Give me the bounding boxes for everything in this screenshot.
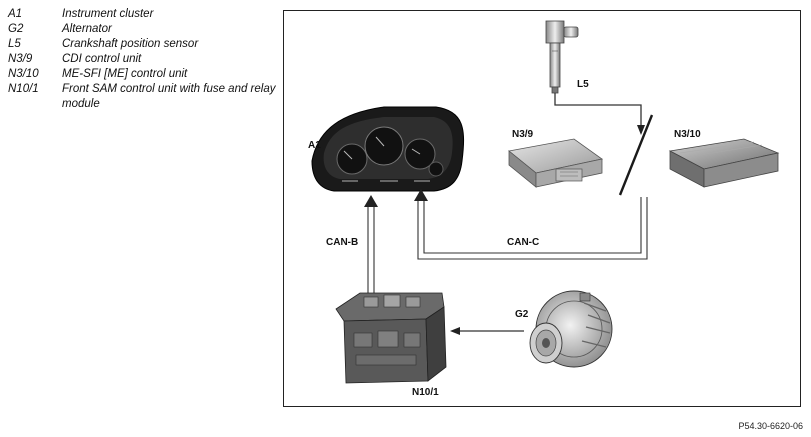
l5-arrowhead [637,125,645,135]
cdi-control-unit-image [508,138,603,188]
can-bus-diagram: A1 L5 N3/9 N [308,20,780,398]
legend-row-g2: G2 Alternator [8,22,278,37]
instrument-cluster-image [311,106,465,192]
me-sfi-control-unit-image [668,138,780,188]
legend-row-n3-10: N3/10 ME-SFI [ME] control unit [8,67,278,82]
legend-row-l5: L5 Crankshaft position sensor [8,37,278,52]
l5-label: L5 [577,79,589,90]
n3-10-label: N3/10 [674,129,701,140]
l5-signal-line [554,93,642,127]
can-b-bus-line [367,207,375,293]
diagram-frame: A1 L5 N3/9 N [283,10,801,407]
can-c-label: CAN-C [507,237,539,248]
a1-label: A1 [308,140,321,151]
front-sam-module-image [335,292,447,384]
legend-code: N3/9 [8,53,33,65]
legend-code: A1 [8,8,23,20]
legend: A1 Instrument cluster G2 Alternator L5 C… [8,7,278,112]
figure-reference: P54.30-6620-06 [738,421,803,431]
n3-9-label: N3/9 [512,129,534,140]
legend-code: N10/1 [8,83,39,95]
can-c-bus-line [417,197,648,260]
alternator-image [529,290,613,368]
legend-description: Alternator [62,23,112,35]
legend-code: L5 [8,38,21,50]
legend-row-a1: A1 Instrument cluster [8,7,278,22]
legend-code: N3/10 [8,68,39,80]
legend-description: Front SAM control unit with fuse and rel… [62,83,276,110]
can-b-arrowhead [364,195,378,207]
g2-arrowhead [450,327,460,335]
legend-row-n10-1: N10/1 Front SAM control unit with fuse a… [8,82,278,112]
g2-label: G2 [515,309,529,320]
legend-description: ME-SFI [ME] control unit [62,68,188,80]
legend-code: G2 [8,23,24,35]
crankshaft-sensor-image [545,20,579,94]
legend-description: CDI control unit [62,53,142,65]
legend-row-n3-9: N3/9 CDI control unit [8,52,278,67]
can-c-arrowhead [414,189,428,201]
n10-1-label: N10/1 [412,387,439,398]
variant-separator-slash [618,114,654,196]
legend-description: Instrument cluster [62,8,154,20]
can-b-label: CAN-B [326,237,358,248]
legend-description: Crankshaft position sensor [62,38,199,50]
